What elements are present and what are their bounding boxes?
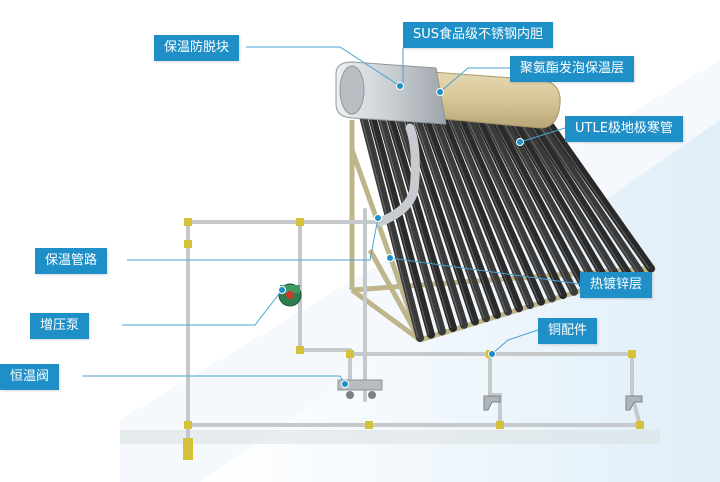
tank-outlet-pipe	[375, 123, 420, 227]
vacuum-tube	[529, 121, 633, 280]
vacuum-tube-highlight	[413, 116, 485, 319]
vacuum-tube-highlight	[476, 120, 562, 296]
vacuum-tube	[502, 119, 600, 290]
vacuum-tube-highlight	[458, 119, 540, 302]
vacuum-tube-highlight	[539, 125, 639, 273]
vacuum-tube	[367, 108, 435, 339]
vacuum-tube	[376, 109, 446, 336]
vacuum-tube	[457, 115, 545, 306]
vacuum-tube-array	[358, 108, 655, 342]
vacuum-tube	[448, 115, 534, 309]
vacuum-tube-highlight	[377, 113, 441, 332]
label-insulated-pipe: 保温管路	[35, 248, 108, 274]
label-pu-foam-insulation: 聚氨酯发泡保温层	[510, 56, 635, 82]
vacuum-tube	[475, 117, 567, 300]
vacuum-tube-highlight	[548, 126, 650, 269]
vacuum-tube-highlight	[440, 118, 518, 309]
vacuum-tube-highlight	[467, 120, 551, 299]
vacuum-tube-highlight	[395, 114, 463, 325]
thermostatic-valve	[337, 379, 383, 399]
leader-dots	[278, 82, 524, 388]
floor-shadow	[120, 430, 660, 444]
label-thermostatic-valve: 恒温阀	[0, 364, 60, 390]
vacuum-tube-highlight	[359, 111, 419, 339]
water-taps	[483, 395, 643, 411]
vacuum-tube	[412, 112, 490, 323]
vacuum-tube	[439, 114, 523, 313]
vacuum-tube	[538, 122, 644, 276]
vacuum-tube	[358, 108, 424, 342]
vacuum-tube	[394, 110, 468, 329]
vacuum-tube-highlight	[494, 122, 584, 289]
vacuum-tube-highlight	[485, 121, 573, 293]
vacuum-tube	[520, 120, 622, 283]
vacuum-tube	[421, 112, 501, 319]
label-sus-inner-tank: SUS食品级不锈钢内胆	[403, 22, 554, 48]
vacuum-tube	[493, 118, 589, 293]
vacuum-tube-highlight	[368, 112, 430, 335]
vacuum-tube-highlight	[530, 125, 628, 276]
vacuum-tube-highlight	[386, 113, 452, 329]
label-utle-tubes: UTLE极地极寒管	[565, 116, 683, 142]
label-copper-fittings: 铜配件	[538, 318, 598, 344]
vacuum-tube	[466, 116, 556, 303]
label-anti-freeze-block: 保温防脱块	[154, 35, 240, 61]
vacuum-tube-highlight	[503, 122, 595, 286]
vacuum-tube-highlight	[512, 123, 606, 283]
vacuum-tube	[547, 122, 655, 273]
vacuum-tube	[385, 110, 457, 333]
label-booster-pump: 增压泵	[30, 313, 90, 339]
vacuum-tube-highlight	[422, 116, 496, 316]
vacuum-tube	[511, 119, 611, 286]
vacuum-tube	[484, 117, 578, 296]
vacuum-tube	[430, 113, 512, 316]
vacuum-tube-highlight	[431, 117, 507, 312]
label-hot-dip-galvanized: 热镀锌层	[580, 272, 653, 298]
vacuum-tube-highlight	[449, 118, 529, 306]
vacuum-tube-highlight	[521, 124, 617, 279]
